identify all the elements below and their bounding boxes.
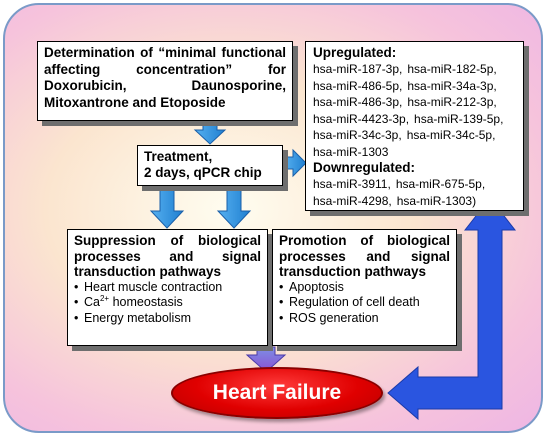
promotion-heading: Promotion of biological processes and si… [279, 233, 450, 279]
arrow-suppression-to-outcome [245, 346, 287, 373]
arrow-outcome-to-mirna [387, 197, 517, 421]
mirna-item: hsa-miR-486-5p, [313, 78, 403, 93]
mirna-item: hsa-miR-486-3p, [313, 95, 403, 109]
treatment-box: Treatment, 2 days, qPCR chip [137, 145, 283, 186]
mirna-item: hsa-miR-182-5p, [407, 62, 497, 76]
mirna-item: hsa-miR-187-3p, [313, 62, 403, 76]
determination-text: Determination of “minimal functional aff… [44, 45, 286, 110]
mirna-item: hsa-miR-4298, [313, 193, 392, 208]
bullet-icon: • [74, 310, 79, 325]
suppression-item: •Energy metabolism [74, 310, 191, 325]
bullet-icon: • [279, 295, 284, 309]
treatment-line-2: 2 days, qPCR chip [144, 165, 262, 180]
treatment-line-1: Treatment, [144, 149, 213, 164]
bullet-icon: • [279, 279, 284, 294]
bullet-icon: • [74, 279, 79, 294]
heart-failure-node: Heart Failure [171, 367, 383, 419]
mirna-item: hsa-miR-34a-3p, [407, 78, 497, 93]
bullet-icon: • [279, 310, 284, 325]
suppression-heading: Suppression of biological processes and … [74, 233, 261, 279]
mirna-item: hsa-miR-4423-3p, [313, 111, 410, 126]
suppression-item: •Ca2+ homeostasis [74, 293, 183, 309]
promotion-item: •ROS generation [279, 310, 379, 325]
mirna-item: hsa-miR-139-5p, [414, 111, 504, 126]
bullet-icon: • [74, 295, 79, 309]
arrow-to-suppression-left [149, 187, 185, 229]
suppression-item: •Heart muscle contraction [74, 279, 223, 294]
mirna-item: hsa-miR-34c-3p, [313, 128, 402, 142]
determination-box: Determination of “minimal functional aff… [37, 41, 293, 121]
mirna-item: hsa-miR-3911, [313, 177, 391, 191]
promotion-box: Promotion of biological processes and si… [272, 229, 457, 346]
arrow-to-mirna [283, 148, 307, 178]
upregulated-heading: Upregulated: [313, 45, 397, 60]
mirna-item: hsa-miR-34c-5p, [406, 128, 496, 142]
arrow-to-suppression-right [216, 187, 252, 229]
promotion-item: •Regulation of cell death [279, 295, 420, 309]
arrow-to-treatment [193, 120, 227, 145]
downregulated-list: hsa-miR-3911, hsa-miR-675-5p, hsa-miR-429… [313, 176, 516, 209]
mirna-item: hsa-miR-1303 [313, 144, 389, 159]
suppression-box: Suppression of biological processes and … [67, 229, 268, 346]
mirna-item: hsa-miR-212-3p, [407, 95, 497, 109]
upregulated-list: hsa-miR-187-3p, hsa-miR-182-5p, hsa-miR-4… [313, 61, 516, 160]
downregulated-heading: Downregulated: [313, 160, 416, 175]
mirna-box: Upregulated: hsa-miR-187-3p, hsa-miR-182-… [305, 41, 524, 211]
mirna-item: hsa-miR-1303) [396, 193, 477, 208]
mirna-item: hsa-miR-675-5p, [395, 177, 486, 191]
promotion-item: •Apoptosis [279, 279, 344, 294]
